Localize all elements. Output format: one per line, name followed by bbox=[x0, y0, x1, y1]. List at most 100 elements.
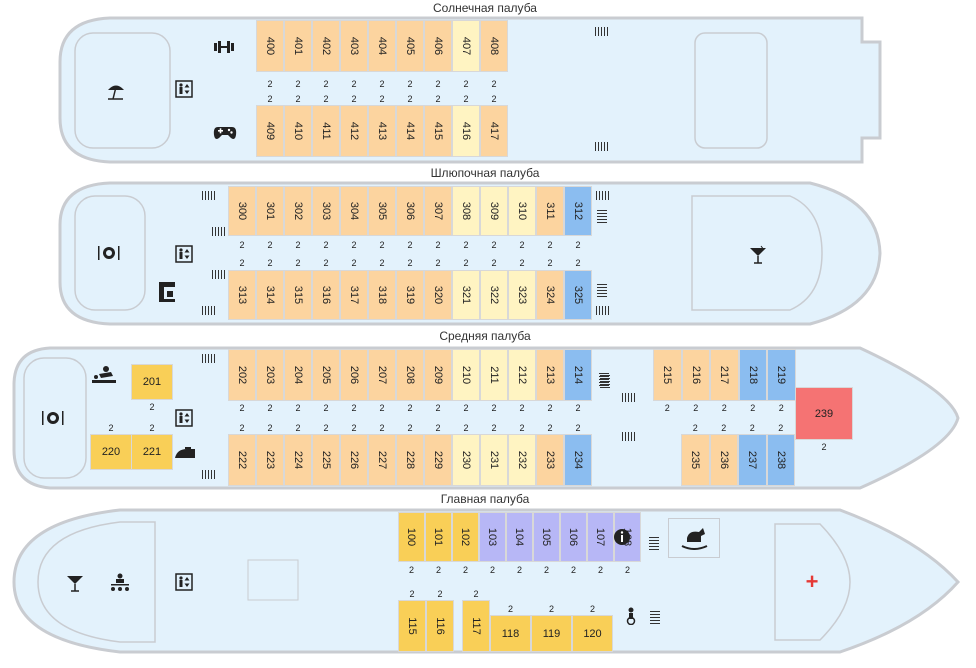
cabin-305[interactable]: 305 bbox=[368, 186, 396, 236]
cabin-116[interactable]: 116 bbox=[426, 600, 454, 652]
cabin-230[interactable]: 230 bbox=[452, 434, 480, 486]
cabin-402[interactable]: 402 bbox=[312, 20, 340, 72]
cabin-408[interactable]: 408 bbox=[480, 20, 508, 72]
cabin-206[interactable]: 206 bbox=[340, 349, 368, 401]
cabin-102[interactable]: 102 bbox=[452, 512, 479, 562]
cabin-414[interactable]: 414 bbox=[396, 105, 424, 157]
cabin-217[interactable]: 217 bbox=[710, 349, 739, 401]
cabin-228[interactable]: 228 bbox=[396, 434, 424, 486]
cabin-321[interactable]: 321 bbox=[452, 270, 480, 320]
cabin-310[interactable]: 310 bbox=[508, 186, 536, 236]
cabin-307[interactable]: 307 bbox=[424, 186, 452, 236]
cabin-number: 233 bbox=[543, 450, 556, 470]
cabin-311[interactable]: 311 bbox=[536, 186, 564, 236]
cabin-220[interactable]: 220 bbox=[90, 434, 132, 470]
cabin-101[interactable]: 101 bbox=[425, 512, 452, 562]
gamepad-icon[interactable] bbox=[212, 122, 238, 144]
cabin-411[interactable]: 411 bbox=[312, 105, 340, 157]
cabin-237[interactable]: 237 bbox=[738, 434, 767, 486]
cabin-208[interactable]: 208 bbox=[396, 349, 424, 401]
cabin-410[interactable]: 410 bbox=[284, 105, 312, 157]
cabin-205[interactable]: 205 bbox=[312, 349, 340, 401]
cabin-302[interactable]: 302 bbox=[284, 186, 312, 236]
cabin-304[interactable]: 304 bbox=[340, 186, 368, 236]
cabin-405[interactable]: 405 bbox=[396, 20, 424, 72]
cabin-416[interactable]: 416 bbox=[452, 105, 480, 157]
cabin-213[interactable]: 213 bbox=[536, 349, 564, 401]
cabin-235[interactable]: 235 bbox=[681, 434, 710, 486]
cabin-212[interactable]: 212 bbox=[508, 349, 536, 401]
cabin-317[interactable]: 317 bbox=[340, 270, 368, 320]
cabin-320[interactable]: 320 bbox=[424, 270, 452, 320]
cabin-231[interactable]: 231 bbox=[480, 434, 508, 486]
cabin-223[interactable]: 223 bbox=[256, 434, 284, 486]
cabin-325[interactable]: 325 bbox=[564, 270, 592, 320]
cabin-204[interactable]: 204 bbox=[284, 349, 312, 401]
cabin-202[interactable]: 202 bbox=[228, 349, 256, 401]
cabin-119[interactable]: 119 bbox=[531, 615, 572, 652]
cabin-219[interactable]: 219 bbox=[767, 349, 796, 401]
cabin-222[interactable]: 222 bbox=[228, 434, 256, 486]
cabin-100[interactable]: 100 bbox=[398, 512, 425, 562]
cabin-224[interactable]: 224 bbox=[284, 434, 312, 486]
cabin-318[interactable]: 318 bbox=[368, 270, 396, 320]
cabin-221[interactable]: 221 bbox=[131, 434, 173, 470]
cabin-number: 413 bbox=[375, 121, 388, 141]
cabin-233[interactable]: 233 bbox=[536, 434, 564, 486]
cabin-207[interactable]: 207 bbox=[368, 349, 396, 401]
cabin-417[interactable]: 417 bbox=[480, 105, 508, 157]
cabin-236[interactable]: 236 bbox=[709, 434, 738, 486]
cabin-407[interactable]: 407 bbox=[452, 20, 480, 72]
cabin-309[interactable]: 309 bbox=[480, 186, 508, 236]
cabin-306[interactable]: 306 bbox=[396, 186, 424, 236]
cabin-319[interactable]: 319 bbox=[396, 270, 424, 320]
cabin-238[interactable]: 238 bbox=[766, 434, 795, 486]
cabin-323[interactable]: 323 bbox=[508, 270, 536, 320]
cabin-301[interactable]: 301 bbox=[256, 186, 284, 236]
cabin-218[interactable]: 218 bbox=[738, 349, 767, 401]
cabin-404[interactable]: 404 bbox=[368, 20, 396, 72]
cabin-118[interactable]: 118 bbox=[490, 615, 531, 652]
cabin-314[interactable]: 314 bbox=[256, 270, 284, 320]
cabin-120[interactable]: 120 bbox=[572, 615, 613, 652]
cabin-203[interactable]: 203 bbox=[256, 349, 284, 401]
cabin-322[interactable]: 322 bbox=[480, 270, 508, 320]
cabin-105[interactable]: 105 bbox=[533, 512, 560, 562]
cabin-413[interactable]: 413 bbox=[368, 105, 396, 157]
cabin-232[interactable]: 232 bbox=[508, 434, 536, 486]
cabin-312[interactable]: 312 bbox=[564, 186, 592, 236]
cabin-313[interactable]: 313 bbox=[228, 270, 256, 320]
cabin-400[interactable]: 400 bbox=[256, 20, 284, 72]
cabin-215[interactable]: 215 bbox=[653, 349, 682, 401]
cabin-406[interactable]: 406 bbox=[424, 20, 452, 72]
cabin-115[interactable]: 115 bbox=[398, 600, 426, 652]
cabin-316[interactable]: 316 bbox=[312, 270, 340, 320]
cabin-210[interactable]: 210 bbox=[452, 349, 480, 401]
cabin-209[interactable]: 209 bbox=[424, 349, 452, 401]
cabin-315[interactable]: 315 bbox=[284, 270, 312, 320]
cabin-211[interactable]: 211 bbox=[480, 349, 508, 401]
cabin-216[interactable]: 216 bbox=[681, 349, 710, 401]
cabin-409[interactable]: 409 bbox=[256, 105, 284, 157]
cabin-412[interactable]: 412 bbox=[340, 105, 368, 157]
cabin-214[interactable]: 214 bbox=[564, 349, 592, 401]
cabin-225[interactable]: 225 bbox=[312, 434, 340, 486]
cabin-229[interactable]: 229 bbox=[424, 434, 452, 486]
cabin-401[interactable]: 401 bbox=[284, 20, 312, 72]
cabin-415[interactable]: 415 bbox=[424, 105, 452, 157]
cabin-201[interactable]: 201 bbox=[131, 364, 173, 400]
cabin-117[interactable]: 117 bbox=[462, 600, 490, 652]
cabin-107[interactable]: 107 bbox=[587, 512, 614, 562]
cabin-234[interactable]: 234 bbox=[564, 434, 592, 486]
cabin-227[interactable]: 227 bbox=[368, 434, 396, 486]
cabin-103[interactable]: 103 bbox=[479, 512, 506, 562]
cabin-106[interactable]: 106 bbox=[560, 512, 587, 562]
cabin-239[interactable]: 239 bbox=[795, 387, 853, 440]
cabin-324[interactable]: 324 bbox=[536, 270, 564, 320]
cabin-403[interactable]: 403 bbox=[340, 20, 368, 72]
cabin-300[interactable]: 300 bbox=[228, 186, 256, 236]
cabin-226[interactable]: 226 bbox=[340, 434, 368, 486]
cabin-308[interactable]: 308 bbox=[452, 186, 480, 236]
cabin-303[interactable]: 303 bbox=[312, 186, 340, 236]
cabin-104[interactable]: 104 bbox=[506, 512, 533, 562]
